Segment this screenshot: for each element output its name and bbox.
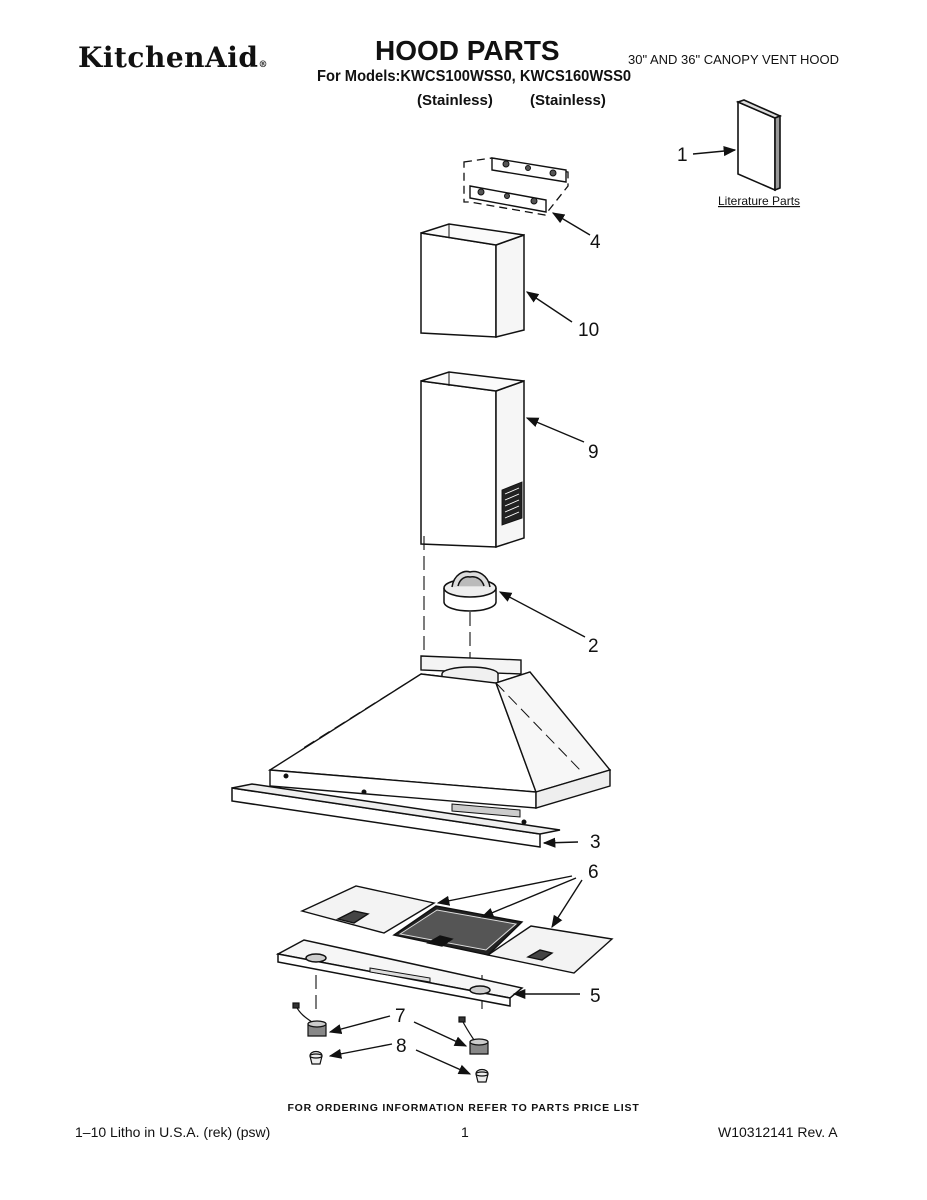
callout-2-leader	[498, 591, 586, 638]
callout-10-leader	[525, 291, 573, 323]
lamp-holders-drawing	[292, 1002, 489, 1055]
upper-chimney-drawing	[420, 223, 525, 338]
callout-2: 2	[588, 636, 599, 657]
callout-1-leader	[692, 146, 737, 157]
damper-drawing	[443, 570, 497, 612]
callout-9: 9	[588, 442, 599, 463]
literature-parts-drawing	[735, 99, 783, 192]
callout-6-leader-c	[551, 879, 583, 929]
lower-chimney-drawing	[420, 371, 525, 549]
callout-5: 5	[590, 986, 601, 1007]
canopy-drawing	[267, 655, 612, 825]
callout-8-leader-b	[415, 1049, 472, 1075]
callout-1: 1	[677, 145, 688, 166]
callout-3: 3	[590, 832, 601, 853]
callout-9-leader	[525, 417, 585, 443]
callout-8-leader-a	[328, 1043, 393, 1059]
registered-mark: ®	[258, 60, 268, 70]
callout-4: 4	[590, 232, 601, 253]
trim-strip-drawing	[231, 783, 561, 848]
finish-label-1: (Stainless)	[417, 92, 493, 109]
canopy-hidden-edges	[299, 673, 581, 771]
callout-7: 7	[395, 1006, 406, 1027]
callout-7-leader-b	[413, 1021, 468, 1047]
callout-3-leader	[542, 837, 579, 848]
page-number: 1	[461, 1124, 469, 1140]
bulbs-drawing	[309, 1050, 489, 1083]
finish-label-2: (Stainless)	[530, 92, 606, 109]
callout-6: 6	[588, 862, 599, 883]
callout-7-leader-a	[328, 1015, 391, 1034]
grease-filters-drawing	[299, 885, 614, 974]
bottom-panel-drawing	[275, 939, 524, 1007]
litho-info: 1–10 Litho in U.S.A. (rek) (psw)	[75, 1124, 271, 1140]
callout-8: 8	[396, 1036, 407, 1057]
document-number: W10312141 Rev. A	[718, 1124, 838, 1140]
mounting-bracket-drawing	[463, 157, 569, 216]
callout-4-leader	[551, 212, 591, 236]
ordering-note: FOR ORDERING INFORMATION REFER TO PARTS …	[287, 1102, 640, 1114]
model-numbers: For Models:KWCS100WSS0, KWCS160WSS0	[317, 68, 632, 85]
product-description: 30" AND 36" CANOPY VENT HOOD	[628, 52, 840, 67]
page-title: HOOD PARTS	[375, 35, 560, 66]
literature-parts-label: Literature Parts	[718, 194, 800, 208]
brand-logo: KitchenAid®	[78, 41, 268, 74]
callout-6-leader-b	[480, 877, 577, 918]
callout-6-leader-a	[436, 875, 573, 906]
callout-10: 10	[578, 320, 599, 341]
